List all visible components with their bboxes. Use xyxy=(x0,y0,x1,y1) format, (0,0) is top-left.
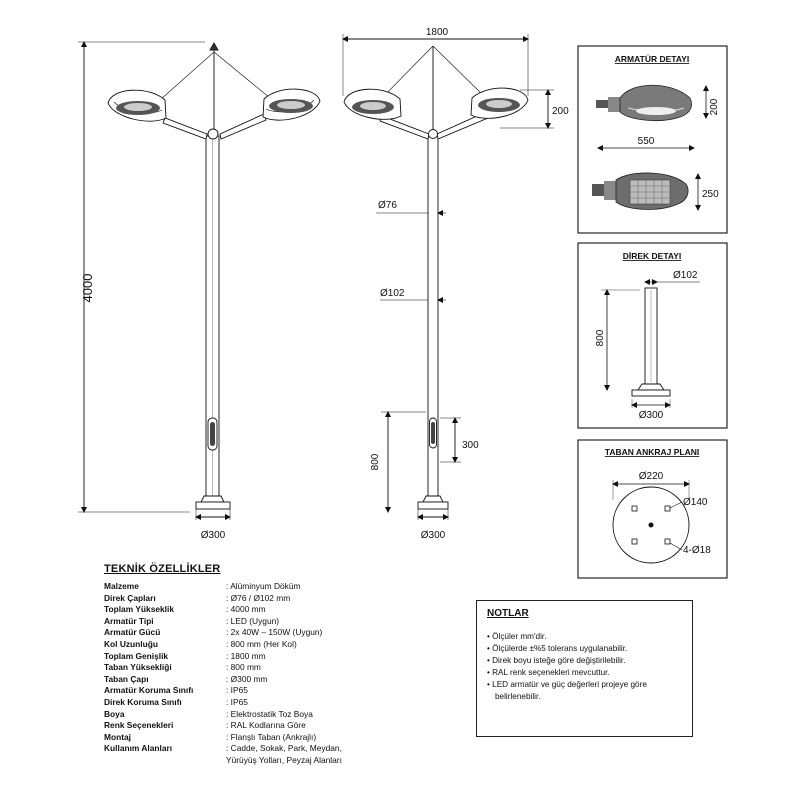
spec-value: : IP65 xyxy=(226,696,248,707)
left-base-diameter-label: Ø300 xyxy=(201,530,226,541)
spec-key: Renk Seçenekleri xyxy=(104,720,174,731)
note-item: • Ölçülerde ±%5 tolerans uygulanabilir. xyxy=(487,644,628,653)
spec-key: Kullanım Alanları xyxy=(104,743,173,754)
spec-row: Kol Uzunluğu : 800 mm (Her Kol) xyxy=(104,639,404,651)
right-elevation xyxy=(342,34,554,520)
note-item: • RAL renk seçenekleri mevcuttur. xyxy=(487,668,610,677)
technical-specs: TEKNİK ÖZELLİKLER Malzeme : Alüminyum Dök… xyxy=(104,563,404,767)
spec-value: : 800 mm xyxy=(226,662,261,673)
armature-width-label: 250 xyxy=(702,189,719,200)
spec-value: : IP65 xyxy=(226,685,248,696)
armature-detail-title: ARMATÜR DETAYI xyxy=(615,54,689,64)
pole-detail-panel xyxy=(577,242,728,429)
pole-detail-height-label: 800 xyxy=(595,329,606,346)
spec-row: Kullanım Alanları : Cadde, Sokak, Park, M… xyxy=(104,743,404,766)
pole-bottom-diameter-label: Ø102 xyxy=(380,288,405,299)
pole-detail-base-label: Ø300 xyxy=(639,410,664,421)
spec-row: Boya : Elektrostatik Toz Boya xyxy=(104,709,404,721)
pole-top-diameter-label: Ø76 xyxy=(378,200,397,211)
spec-key: Taban Yüksekliği xyxy=(104,662,172,673)
armature-length-label: 550 xyxy=(638,136,655,147)
right-luminaire-a xyxy=(262,88,321,121)
spec-value: : Flanşlı Taban (Ankrajlı) xyxy=(226,731,317,742)
armature-detail-panel xyxy=(577,45,728,234)
spec-key: Armatür Gücü xyxy=(104,627,161,638)
notes-box: NOTLAR • Ölçüler mm'dir. • Ölçülerde ±%5 … xyxy=(476,600,693,737)
left-luminaire-b xyxy=(343,88,402,120)
notes-title: NOTLAR xyxy=(487,608,529,619)
spec-value: : Ø76 / Ø102 mm xyxy=(226,592,291,603)
spec-row: Taban Yüksekliği : 800 mm xyxy=(104,662,404,674)
spec-key: Armatür Koruma Sınıfı xyxy=(104,685,194,696)
left-luminaire-a xyxy=(107,89,167,122)
spec-value: : LED (Uygun) xyxy=(226,615,280,626)
spec-row: Direk Çapları : Ø76 / Ø102 mm xyxy=(104,593,404,605)
spec-key: Boya xyxy=(104,708,125,719)
total-height-label: 4000 xyxy=(80,274,95,303)
spec-row: Armatür Tipi : LED (Uygun) xyxy=(104,616,404,628)
spec-key: Direk Koruma Sınıfı xyxy=(104,696,182,707)
spec-row: Armatür Koruma Sınıfı : IP65 xyxy=(104,685,404,697)
anchor-plan-panel xyxy=(577,439,728,579)
led-grid xyxy=(630,180,670,204)
pole-detail-title: DİREK DETAYI xyxy=(623,251,682,261)
spec-key: Kol Uzunluğu xyxy=(104,638,158,649)
spec-value: : RAL Kodlarına Göre xyxy=(226,720,306,731)
spec-value: : Alüminyum Döküm xyxy=(226,581,301,591)
base-height-label: 800 xyxy=(370,453,381,470)
spec-row: Taban Çapı : Ø300 mm xyxy=(104,674,404,686)
note-item: • Direk boyu isteğe göre değiştirilebili… xyxy=(487,656,626,665)
spec-value: : 2x 40W – 150W (Uygun) xyxy=(226,627,323,638)
spec-key: Montaj xyxy=(104,731,131,742)
spec-key: Malzeme xyxy=(104,581,139,591)
right-luminaire-b xyxy=(470,87,529,119)
note-item: • Ölçüler mm'dir. xyxy=(487,632,547,641)
specs-title: TEKNİK ÖZELLİKLER xyxy=(104,563,221,575)
notes-list: • Ölçüler mm'dir. • Ölçülerde ±%5 toleran… xyxy=(487,631,682,703)
spec-key: Armatür Tipi xyxy=(104,615,154,626)
anchor-hole-br xyxy=(664,538,671,545)
note-item: • LED armatür ve güç değerleri projeye g… xyxy=(487,680,647,701)
anchor-bolt-circle-label: Ø140 xyxy=(683,497,708,508)
spec-row: Malzeme : Alüminyum Döküm xyxy=(104,581,404,593)
total-width-label: 1800 xyxy=(426,27,449,38)
right-base-diameter-label: Ø300 xyxy=(421,530,446,541)
spec-row: Direk Koruma Sınıfı : IP65 xyxy=(104,697,404,709)
spec-row: Renk Seçenekleri : RAL Kodlarına Göre xyxy=(104,720,404,732)
anchor-hole-tr xyxy=(664,505,671,512)
spec-value: : 1800 mm xyxy=(226,650,266,661)
armature-height-label: 200 xyxy=(709,98,720,115)
anchor-outer-label: Ø220 xyxy=(639,471,664,482)
anchor-hole-tl xyxy=(631,505,638,512)
spec-row: Toplam Genişlik : 1800 mm xyxy=(104,651,404,663)
spec-row: Montaj : Flanşlı Taban (Ankrajlı) xyxy=(104,732,404,744)
spec-value: : Cadde, Sokak, Park, Meydan, Yürüyüş Yo… xyxy=(226,743,342,765)
anchor-plan-title: TABAN ANKRAJ PLANI xyxy=(605,447,699,457)
door-height-label: 300 xyxy=(462,440,479,451)
spec-key: Toplam Genişlik xyxy=(104,650,169,661)
spec-value: : Elektrostatik Toz Boya xyxy=(226,708,313,719)
pole-detail-diameter-label: Ø102 xyxy=(673,270,698,281)
anchor-hole-bl xyxy=(631,538,638,545)
lamp-height-label: 200 xyxy=(552,106,569,117)
spec-key: Taban Çapı xyxy=(104,673,149,684)
left-elevation xyxy=(78,41,321,520)
spec-row: Armatür Gücü : 2x 40W – 150W (Uygun) xyxy=(104,627,404,639)
spec-value: : Ø300 mm xyxy=(226,673,268,684)
spec-value: : 4000 mm xyxy=(226,604,266,615)
spec-key: Toplam Yükseklik xyxy=(104,604,174,615)
spec-key: Direk Çapları xyxy=(104,592,156,603)
spec-value: : 800 mm (Her Kol) xyxy=(226,638,297,649)
spec-row: Toplam Yükseklik : 4000 mm xyxy=(104,604,404,616)
anchor-holes-label: 4-Ø18 xyxy=(683,545,711,556)
